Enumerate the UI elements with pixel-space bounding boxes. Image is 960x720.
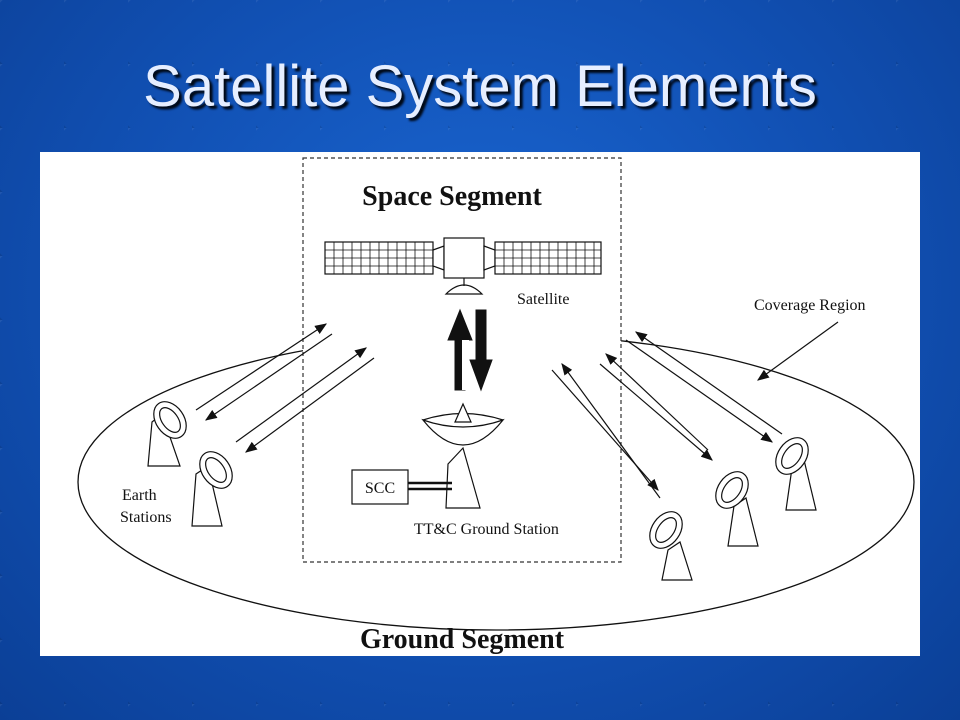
satellite-system-diagram: Space Segment Satellite (77, 157, 915, 655)
coverage-region-label: Coverage Region (754, 297, 866, 314)
uplink-downlink-arrows (447, 308, 493, 392)
right-link-arrows (551, 331, 783, 499)
earth-station-dish-icon (715, 471, 759, 547)
earth-stations-label-line1: Earth (122, 487, 157, 504)
earth-station-dish-icon (649, 511, 693, 581)
satellite-icon (324, 237, 602, 295)
ttc-dish-icon (421, 402, 505, 509)
scc-box (351, 469, 409, 505)
scc-label: SCC (365, 480, 395, 497)
diagram-panel: Space Segment Satellite (40, 152, 920, 656)
space-segment-label: Space Segment (362, 181, 542, 212)
earth-stations-label: Earth Stations (120, 487, 172, 526)
earth-station-dish-icon (147, 401, 187, 467)
left-link-arrows (195, 323, 375, 453)
slide-title: Satellite System Elements (143, 54, 817, 119)
earth-station-dish-icon (191, 451, 233, 527)
earth-station-dish-icon (775, 437, 817, 511)
ground-segment-label: Ground Segment (360, 624, 565, 655)
earth-stations-label-line2: Stations (120, 509, 172, 526)
coverage-region-pointer (757, 321, 839, 381)
scc-link (408, 481, 452, 491)
ttc-ground-station-label: TT&C Ground Station (414, 521, 559, 538)
satellite-label: Satellite (517, 291, 569, 308)
